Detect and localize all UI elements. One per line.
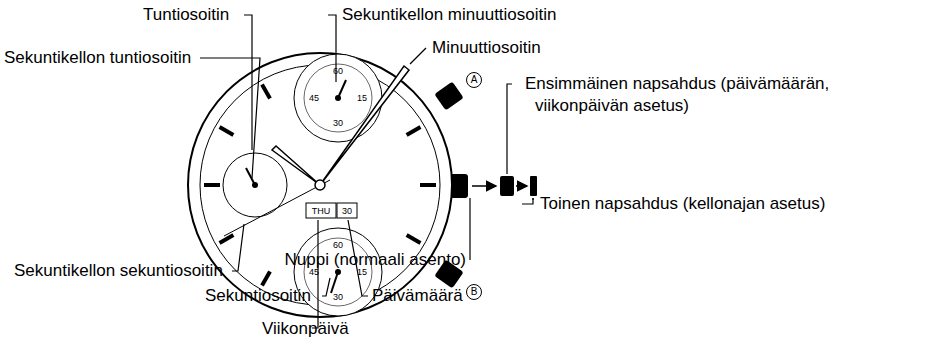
dial-number: 30: [333, 292, 343, 302]
part-label: Ensimmäinen napsahdus (päivämäärän, viik…: [525, 73, 865, 117]
hour-marker: [262, 85, 270, 99]
button-letter: A: [466, 72, 482, 88]
date-window: 30: [342, 206, 352, 216]
hour-marker: [407, 127, 421, 135]
part-label: Päivämäärä: [372, 285, 463, 307]
part-label: Tuntiosoitin: [143, 4, 229, 26]
dial-number: 15: [357, 93, 367, 103]
button-letter: B: [466, 284, 482, 300]
dial-number: 45: [309, 267, 319, 277]
hour-marker: [420, 183, 436, 187]
dial-number: 45: [309, 93, 319, 103]
part-label: Sekuntikellon minuuttiosoitin: [342, 4, 557, 26]
part-label: Toinen napsahdus (kellonajan asetus): [540, 193, 825, 215]
dial-number: 60: [333, 240, 343, 250]
dial-number: 15: [357, 267, 367, 277]
hour-marker: [220, 127, 234, 135]
hour-marker: [204, 183, 220, 187]
part-label: Viikonpäivä: [262, 318, 349, 340]
part-label: Minuuttiosoitin: [432, 37, 541, 59]
hour-marker: [220, 235, 234, 243]
weekday-window: THU: [312, 206, 331, 216]
dial-number: 30: [333, 118, 343, 128]
part-label: Sekuntikellon tuntiosoitin: [4, 47, 191, 69]
dial-number: 60: [333, 66, 343, 76]
part-label: Sekuntikellon sekuntiosoitin: [14, 260, 223, 282]
hour-marker: [407, 235, 421, 243]
hour-marker: [262, 272, 270, 286]
part-label: Sekuntiosoitin: [205, 285, 311, 307]
